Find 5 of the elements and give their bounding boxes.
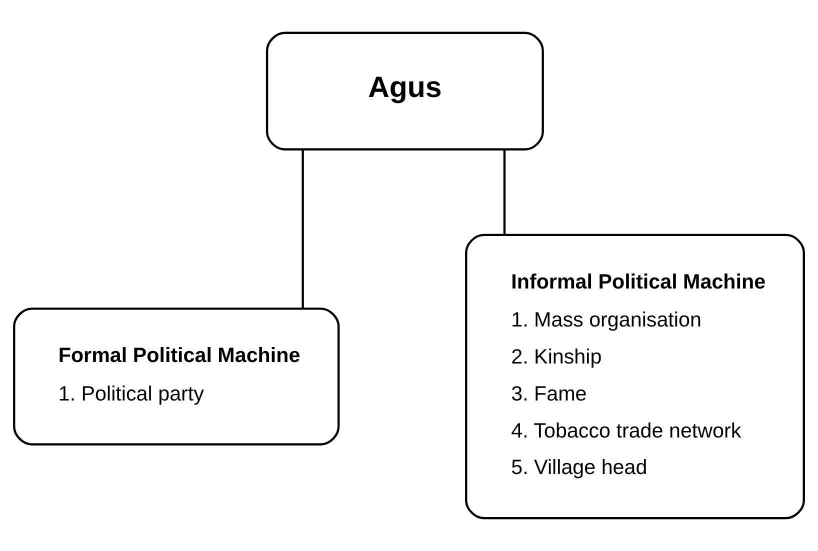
connector (302, 150, 304, 309)
connector (503, 150, 506, 234)
node-box: Formal Political Machine 1. Political party (13, 308, 340, 446)
node-box: Agus (266, 32, 544, 150)
node-box: Informal Political Machine 1. Mass organisation 2. Kinship 3. Fame 4. Tobacco trade network 5. Village head (465, 234, 805, 520)
